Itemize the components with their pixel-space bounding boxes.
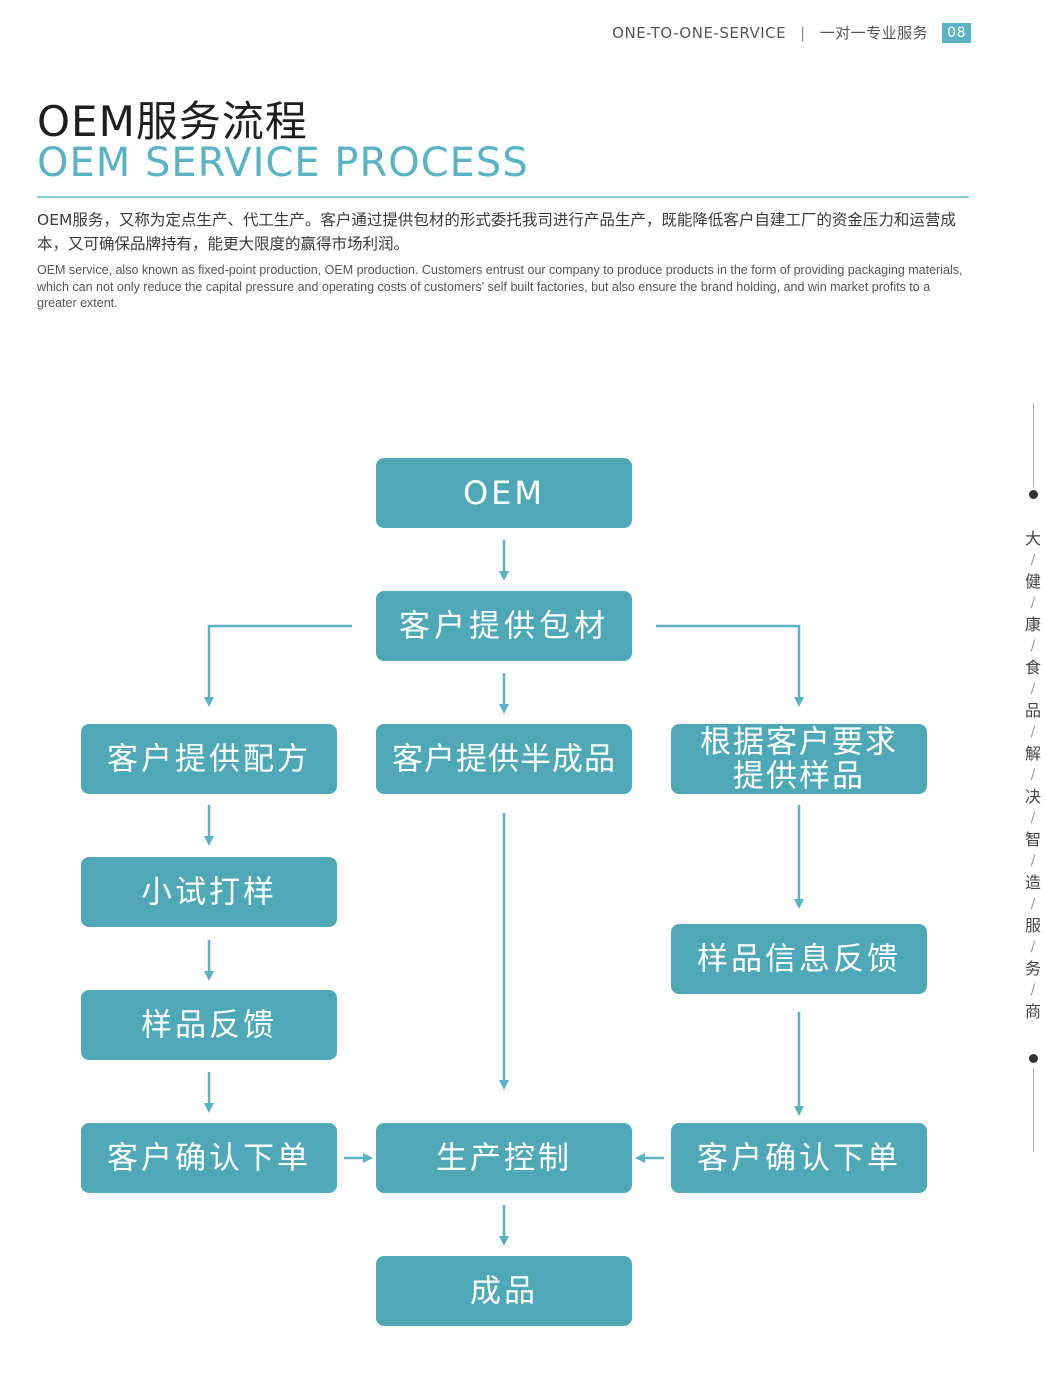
header-service-cn: 一对一专业服务	[819, 24, 929, 42]
sidebar-char: 健	[1024, 572, 1041, 591]
node-confirm-order-right-box	[671, 1123, 927, 1193]
node-sample-request-label-line1: 根据客户要求	[700, 725, 898, 761]
node-provide-semi-label: 客户提供半成品	[392, 742, 616, 778]
node-provide-semi-box	[376, 724, 632, 794]
node-provide-formula-label: 客户提供配方	[107, 742, 311, 778]
sidebar-separator: /	[1030, 939, 1036, 955]
node-oem-box	[376, 458, 632, 528]
sidebar-separator: /	[1030, 552, 1036, 568]
node-sample-feedback-label: 样品反馈	[141, 1008, 277, 1044]
sidebar-char: 食	[1024, 658, 1041, 677]
sidebar-separator: /	[1030, 896, 1036, 912]
node-provide-formula-box	[81, 724, 337, 794]
sidebar-dot-top	[1029, 490, 1038, 499]
sidebar-char: 品	[1024, 701, 1041, 720]
header-service-en: ONE-TO-ONE-SERVICE	[612, 23, 787, 42]
node-provide-packaging-label: 客户提供包材	[399, 609, 609, 645]
sidebar-separator: /	[1030, 767, 1036, 783]
sidebar-separator: /	[1030, 638, 1036, 654]
sidebar-char: 解	[1024, 744, 1041, 763]
header-separator: |	[800, 23, 806, 42]
sidebar-char: 大	[1024, 529, 1041, 548]
sidebar-vertical-text: 大 / 健 / 康 / 食 / 品 / 解 / 决 / 智 / 造 / 服 / 务 / 商	[1022, 528, 1044, 1022]
sidebar-separator: /	[1030, 681, 1036, 697]
node-production-control-box	[376, 1123, 632, 1193]
sidebar-separator: /	[1030, 595, 1036, 611]
sidebar-separator: /	[1030, 853, 1036, 869]
node-confirm-order-left-box	[81, 1123, 337, 1193]
node-sample-info-feedback-label: 样品信息反馈	[697, 942, 901, 978]
sidebar-char: 造	[1024, 873, 1041, 892]
node-sample-request-box	[671, 724, 927, 794]
node-trial-sample-label: 小试打样	[141, 875, 277, 911]
node-sample-info-feedback-box	[671, 924, 927, 994]
sidebar-line-top	[1033, 403, 1034, 487]
sidebar-char: 务	[1024, 959, 1041, 978]
sidebar-char: 服	[1024, 916, 1041, 935]
sidebar-dot-bottom	[1029, 1054, 1038, 1063]
sidebar-char: 商	[1024, 1002, 1041, 1021]
arrow-packaging-to-formula	[204, 624, 352, 707]
node-finished-product-label: 成品	[470, 1274, 538, 1310]
sidebar-line-bottom	[1033, 1068, 1034, 1152]
node-provide-packaging-box	[376, 591, 632, 661]
page-header: ONE-TO-ONE-SERVICE | 一对一专业服务 08	[612, 22, 971, 43]
page-title-cn: OEM服务流程	[37, 97, 308, 146]
node-confirm-order-right-label: 客户确认下单	[697, 1141, 901, 1177]
node-confirm-order-left-label: 客户确认下单	[107, 1141, 311, 1177]
sidebar-separator: /	[1030, 810, 1036, 826]
node-sample-request-label-line2: 提供样品	[733, 759, 865, 795]
sidebar-char: 决	[1024, 787, 1041, 806]
description-en: OEM service, also known as fixed-point p…	[37, 263, 963, 310]
page-number-badge: 08	[942, 22, 971, 43]
node-finished-product-box	[376, 1256, 632, 1326]
sidebar-char: 康	[1024, 615, 1041, 634]
node-trial-sample-box	[81, 857, 337, 927]
sidebar-separator: /	[1030, 724, 1036, 740]
sidebar-char: 智	[1024, 830, 1041, 849]
arrow-packaging-to-sample-request	[656, 624, 804, 707]
node-sample-feedback-box	[81, 990, 337, 1060]
node-oem-label: OEM	[463, 474, 545, 512]
title-divider	[37, 196, 969, 198]
page-title-en: OEM SERVICE PROCESS	[37, 140, 529, 186]
sidebar-separator: /	[1030, 982, 1036, 998]
node-production-control-label: 生产控制	[436, 1141, 572, 1177]
description-cn: OEM服务，又称为定点生产、代工生产。客户通过提供包材的形式委托我司进行产品生产…	[37, 211, 956, 253]
